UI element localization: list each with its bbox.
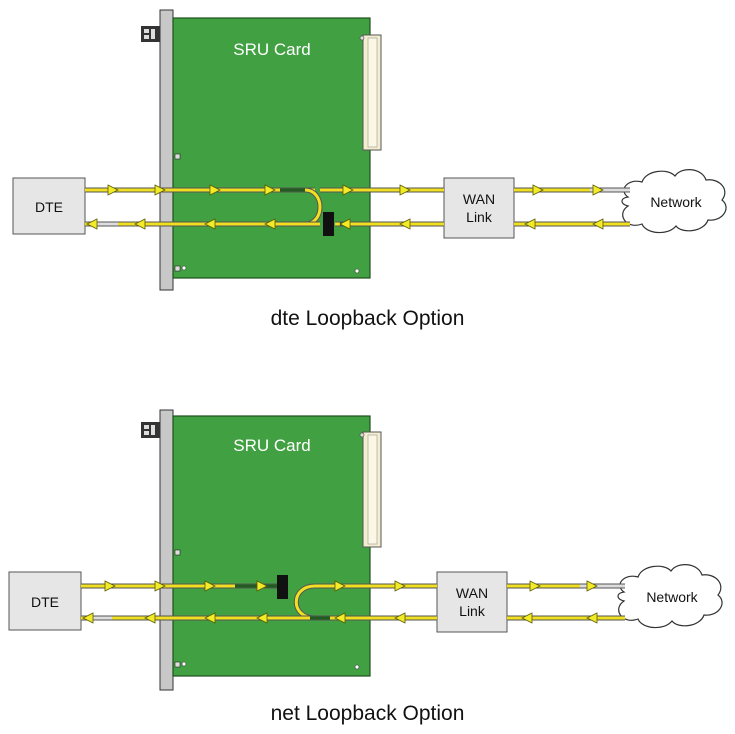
- wan-link-box: [443, 177, 515, 239]
- tx-path: [85, 184, 630, 196]
- wan-label-line2: Link: [459, 603, 486, 619]
- loopback-block: [323, 212, 334, 236]
- rx-path: [81, 612, 625, 624]
- network-label: Network: [646, 589, 698, 605]
- rx-path: [85, 218, 630, 230]
- wan-label-line2: Link: [466, 209, 493, 225]
- caption-dte-loopback: dte Loopback Option: [270, 307, 465, 330]
- network-cloud: [621, 169, 727, 234]
- card-latch: [141, 26, 160, 42]
- card-latch: [141, 422, 160, 438]
- caption-net-loopback: net Loopback Option: [270, 702, 465, 725]
- dte-label: DTE: [35, 199, 63, 215]
- wan-link-box: [436, 571, 508, 633]
- wan-label-line1: WAN: [463, 191, 495, 207]
- network-label: Network: [650, 194, 702, 210]
- diagram-dte-loopback: SRU Card DTE WAN Link Network: [12, 9, 727, 291]
- card-faceplate: [159, 9, 174, 291]
- card-label: SRU Card: [233, 40, 310, 59]
- tx-path: [81, 580, 625, 592]
- network-cloud: [617, 564, 723, 629]
- card-label: SRU Card: [233, 436, 310, 455]
- loopback-block: [277, 575, 288, 599]
- dte-label: DTE: [31, 594, 59, 610]
- sru-card-board: [172, 415, 371, 677]
- diagram-net-loopback: SRU Card DTE WAN Link Network: [8, 409, 723, 691]
- sru-card-board: [172, 17, 371, 279]
- card-faceplate: [159, 409, 174, 691]
- dte-box: [8, 571, 82, 631]
- wan-label-line1: WAN: [456, 585, 488, 601]
- dte-box: [12, 177, 86, 235]
